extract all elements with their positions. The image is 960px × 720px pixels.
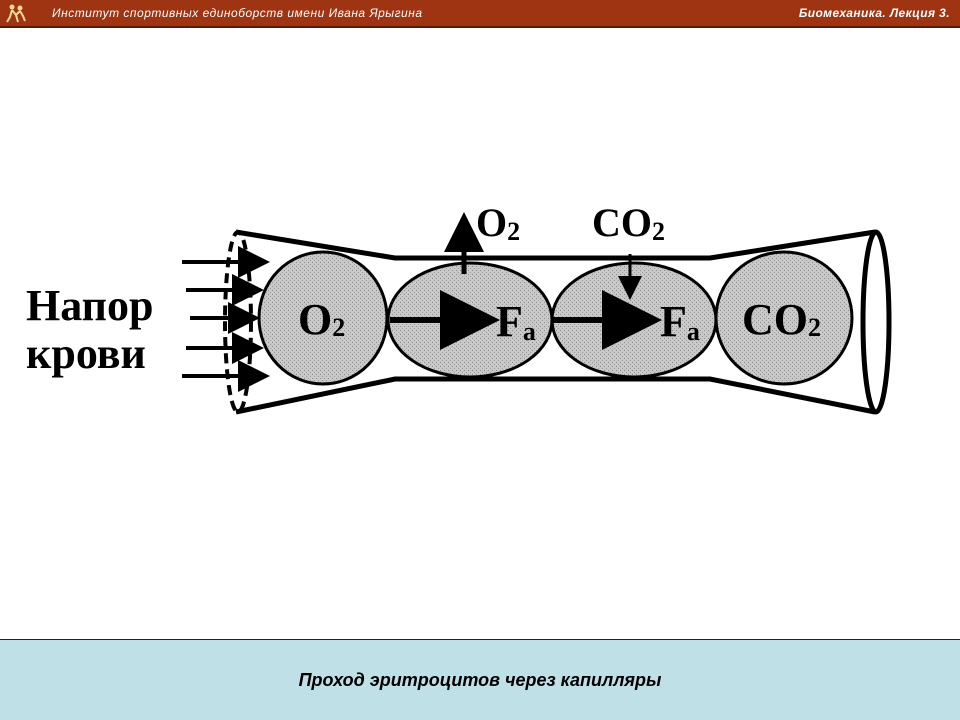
blood-pressure-label-1: Напор bbox=[26, 281, 153, 330]
blood-pressure-label-2: крови bbox=[26, 329, 146, 378]
capillary-wall bbox=[235, 229, 876, 415]
lecture-title: Биомеханика. Лекция 3. bbox=[798, 6, 950, 20]
cell-3-label: Fa bbox=[660, 297, 700, 346]
pressure-arrows bbox=[182, 246, 270, 392]
slide-caption: Проход эритроцитов через капилляры bbox=[298, 670, 662, 690]
erythrocyte-4 bbox=[714, 250, 854, 386]
cell-4-label: CO2 bbox=[742, 295, 821, 344]
o2-exit-label: O2 bbox=[476, 200, 520, 246]
cell-2-label: Fa bbox=[496, 297, 536, 346]
capillary-outlet-ring bbox=[860, 229, 892, 415]
capillary-inlet-ring bbox=[223, 230, 253, 414]
capillary-diagram: Напор крови O2 Fa Fa CO2 O2 CO2 bbox=[26, 200, 892, 415]
co2-entry-label: CO2 bbox=[592, 200, 665, 246]
cell-1-label: O2 bbox=[298, 295, 345, 344]
slide-header: Институт спортивных единоборств имени Ив… bbox=[0, 0, 960, 28]
wrestlers-logo-icon bbox=[5, 3, 27, 23]
institute-name: Институт спортивных единоборств имени Ив… bbox=[52, 6, 423, 20]
caption-panel: Проход эритроцитов через капилляры bbox=[0, 639, 960, 720]
